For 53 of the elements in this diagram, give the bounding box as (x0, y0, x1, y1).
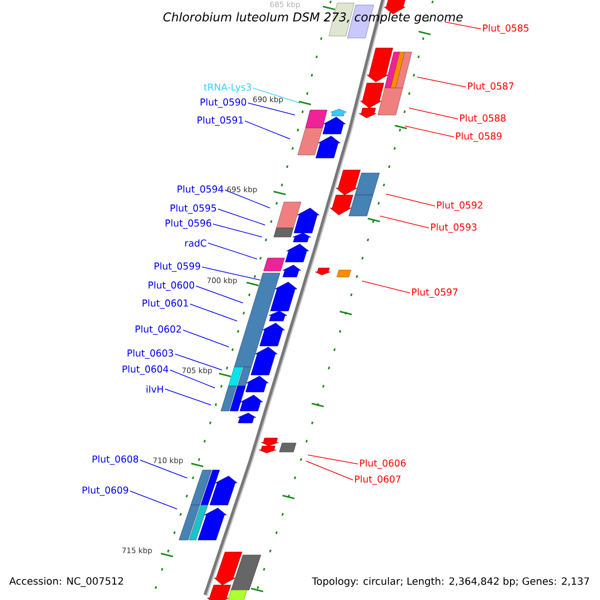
leader-line (362, 280, 410, 294)
gene-label: Plut_0592 (437, 201, 482, 211)
leader-line (416, 76, 466, 88)
gene-label: Plut_0606 (360, 459, 406, 469)
gene-label: Plut_0601 (142, 299, 188, 309)
leader-line (444, 22, 482, 30)
leader-line (212, 224, 262, 238)
leader-line (224, 190, 270, 208)
leader-line (202, 266, 260, 280)
info-text: Accession: NC_007512 (9, 577, 123, 587)
gene-label: Plut_0590 (200, 98, 246, 108)
gene-label: Plut_0585 (483, 24, 528, 34)
gene-label: Plut_0596 (166, 219, 212, 229)
leader-line (130, 490, 178, 510)
gene-label: radC (185, 239, 206, 247)
leader-line (244, 120, 290, 140)
gene-label: tRNA-Lys3 (204, 83, 252, 93)
leader-line (252, 88, 300, 104)
gene-label: Plut_0604 (122, 365, 168, 375)
gene-label: Plut_0600 (148, 281, 194, 291)
leader-line (248, 102, 296, 116)
gene-label: Plut_0593 (431, 223, 476, 233)
leader-line (170, 370, 216, 388)
gene-label: Plut_0589 (456, 132, 502, 142)
leader-line (140, 460, 188, 478)
gene-label: Plut_0588 (460, 114, 506, 124)
leader-line (380, 216, 430, 228)
leader-line (174, 354, 222, 370)
leader-line (190, 304, 238, 322)
gene-label: Plut_0608 (92, 455, 138, 465)
gene-label: ilvH (146, 385, 163, 393)
leader-line (218, 208, 266, 226)
title: Chlorobium luteolum DSM 273, complete genome (163, 12, 463, 24)
leader-line (182, 330, 230, 348)
gene-label: Plut_0587 (468, 82, 514, 92)
leader-line (196, 286, 244, 304)
gene-label: Plut_0603 (128, 349, 174, 359)
leader-line (208, 242, 258, 260)
gene-label: Plut_0599 (154, 262, 200, 272)
gene-label: Plut_0594 (178, 185, 224, 195)
leader-line (386, 194, 436, 206)
gene-label: Plut_0607 (355, 475, 400, 485)
info-text: Topology: circular; Length: 2,364,842 bp; Genes: 2,137 (312, 577, 589, 587)
gene-label: Plut_0597 (412, 288, 458, 298)
gene-label: Plut_0602 (136, 325, 181, 335)
gene-label: Plut_0591 (198, 116, 243, 126)
gene-label: Plut_0595 (170, 204, 216, 214)
leader-line (404, 126, 454, 138)
leader-line (164, 388, 212, 406)
leader-line (408, 108, 458, 120)
leader-line (306, 460, 354, 480)
gene-label: Plut_0609 (82, 486, 128, 496)
leader-line (308, 454, 358, 464)
